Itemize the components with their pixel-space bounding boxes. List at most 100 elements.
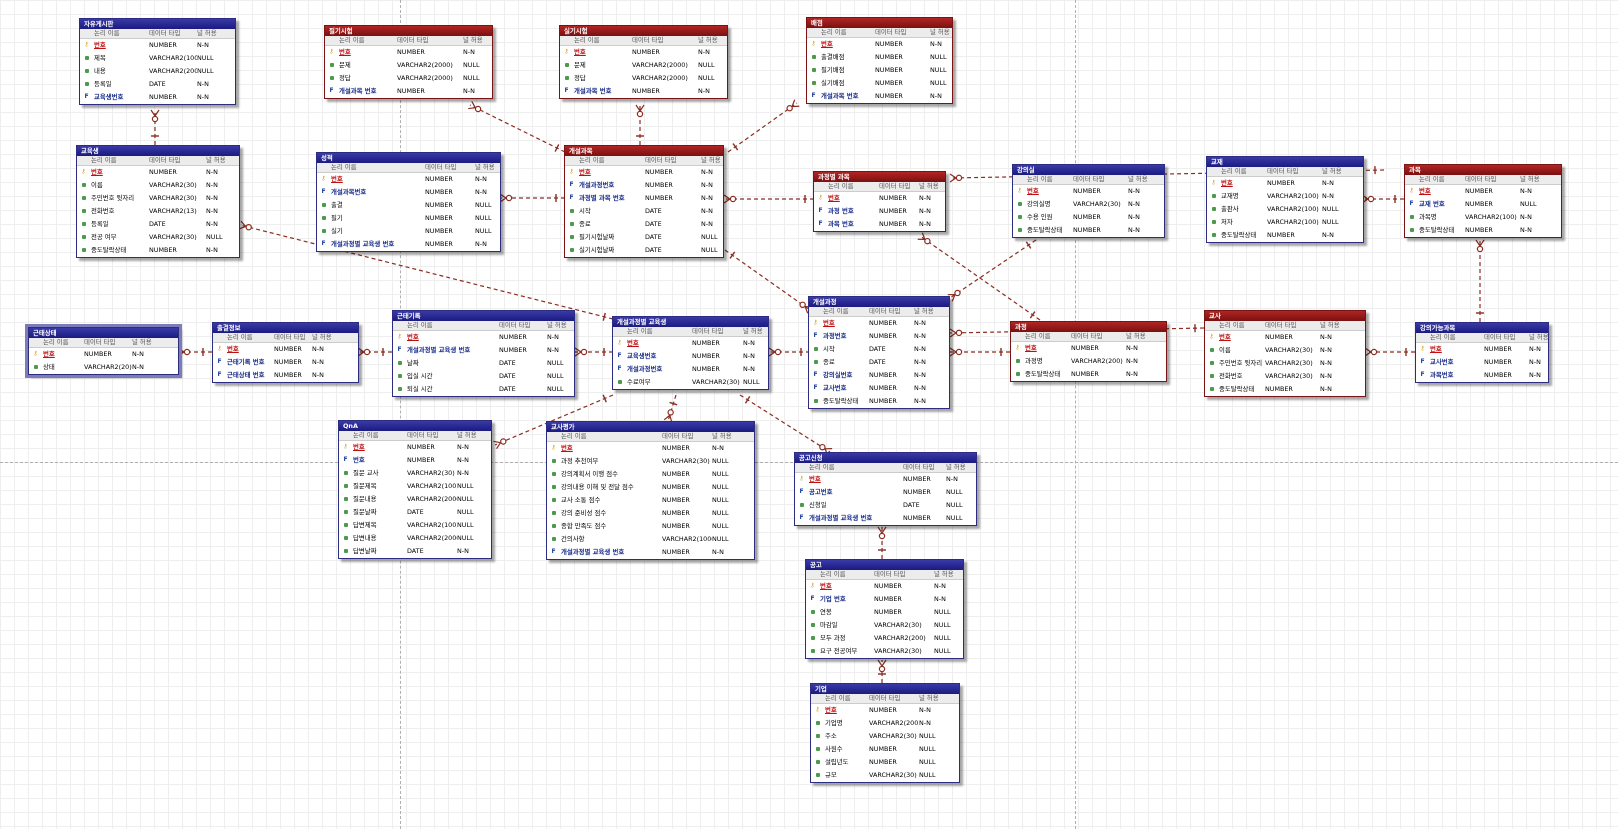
- attribute-row[interactable]: F개설과정번호NUMBERN-N: [613, 363, 768, 376]
- attribute-row[interactable]: 신청일DATENULL: [795, 499, 976, 512]
- entity-student[interactable]: 교육생논리 이름데이터 타입널 허용⚷번호NUMBERN-N이름VARCHAR2…: [76, 145, 240, 258]
- attribute-row[interactable]: 교사 소통 점수NUMBERNULL: [547, 494, 754, 507]
- entity-ratio[interactable]: 배점논리 이름데이터 타입널 허용⚷번호NUMBERN-N출결배점NUMBERN…: [806, 17, 953, 104]
- attribute-row[interactable]: 강의실명VARCHAR2(30)N-N: [1013, 198, 1164, 211]
- attribute-row[interactable]: F과정별 과목 번호NUMBERN-N: [565, 192, 723, 205]
- attribute-row[interactable]: 정답VARCHAR2(2000)NULL: [560, 72, 727, 85]
- attribute-row[interactable]: 필기배점NUMBERNULL: [807, 64, 952, 77]
- attribute-row[interactable]: 시작DATEN-N: [809, 343, 949, 356]
- attribute-row[interactable]: 필기NUMBERNULL: [317, 212, 500, 225]
- entity-company[interactable]: 기업논리 이름데이터 타입널 허용⚷번호NUMBERN-N기업명VARCHAR2…: [810, 683, 960, 783]
- attribute-row[interactable]: F교육생번호NUMBERN-N: [80, 91, 235, 104]
- attribute-row[interactable]: 건의사항VARCHAR2(1000)NULL: [547, 533, 754, 546]
- attribute-row[interactable]: 과정 추천여부VARCHAR2(30)NULL: [547, 455, 754, 468]
- attribute-row[interactable]: F개설과목 번호NUMBERN-N: [807, 90, 952, 103]
- attribute-row[interactable]: 주소VARCHAR2(30)NULL: [811, 730, 959, 743]
- attribute-row[interactable]: 질문 교사VARCHAR2(30)N-N: [339, 467, 491, 480]
- entity-teacher[interactable]: 교사논리 이름데이터 타입널 허용⚷번호NUMBERN-N이름VARCHAR2(…: [1204, 310, 1366, 397]
- attribute-row[interactable]: 시작DATEN-N: [565, 205, 723, 218]
- attribute-row[interactable]: 퇴실 시간DATENULL: [393, 383, 574, 396]
- attribute-row[interactable]: 설립년도NUMBERNULL: [811, 756, 959, 769]
- attribute-row[interactable]: F과정번호NUMBERN-N: [809, 330, 949, 343]
- entity-qna[interactable]: QnA논리 이름데이터 타입널 허용⚷번호NUMBERN-NF번호NUMBERN…: [338, 420, 492, 559]
- attribute-row[interactable]: 필기시험날짜DATENULL: [565, 231, 723, 244]
- attribute-row[interactable]: ⚷번호NUMBERN-N: [795, 473, 976, 486]
- attribute-row[interactable]: ⚷번호NUMBERN-N: [1013, 185, 1164, 198]
- attribute-row[interactable]: F개설과정별 교육생 번호NUMBERN-N: [547, 546, 754, 559]
- attribute-row[interactable]: 등록일DATEN-N: [80, 78, 235, 91]
- attribute-row[interactable]: ⚷번호NUMBERN-N: [613, 337, 768, 350]
- attribute-row[interactable]: 전화번호VARCHAR2(13)N-N: [77, 205, 239, 218]
- attribute-row[interactable]: 주민번호 뒷자리VARCHAR2(30)N-N: [1205, 357, 1365, 370]
- attribute-row[interactable]: ⚷번호NUMBERN-N: [560, 46, 727, 59]
- attribute-row[interactable]: 출결NUMBERNULL: [317, 199, 500, 212]
- attribute-row[interactable]: F개설과목번호NUMBERN-N: [317, 186, 500, 199]
- entity-attend-record[interactable]: 근태기록논리 이름데이터 타입널 허용⚷번호NUMBERN-NF개설과정별 교육…: [392, 310, 575, 397]
- entity-textbook[interactable]: 교재논리 이름데이터 타입널 허용⚷번호NUMBERN-N교재명VARCHAR2…: [1206, 156, 1364, 243]
- attribute-row[interactable]: 실기NUMBERNULL: [317, 225, 500, 238]
- attribute-row[interactable]: 전화번호VARCHAR2(30)N-N: [1205, 370, 1365, 383]
- attribute-row[interactable]: 주민번호 뒷자리VARCHAR2(30)N-N: [77, 192, 239, 205]
- attribute-row[interactable]: 정답VARCHAR2(2000)NULL: [325, 72, 492, 85]
- attribute-row[interactable]: F개설과목 번호NUMBERN-N: [325, 85, 492, 98]
- entity-job-post[interactable]: 공고논리 이름데이터 타입널 허용⚷번호NUMBERN-NF기업 번호NUMBE…: [805, 559, 964, 659]
- attribute-row[interactable]: 출판사VARCHAR2(100)NULL: [1207, 203, 1363, 216]
- entity-teacher-eval[interactable]: 교사평가논리 이름데이터 타입널 허용⚷번호NUMBERN-N과정 추천여부VA…: [546, 421, 755, 560]
- attribute-row[interactable]: 입실 시간DATENULL: [393, 370, 574, 383]
- attribute-row[interactable]: F강의실번호NUMBERN-N: [809, 369, 949, 382]
- attribute-row[interactable]: 규모VARCHAR2(30)NULL: [811, 769, 959, 782]
- attribute-row[interactable]: 이름VARCHAR2(30)N-N: [77, 179, 239, 192]
- attribute-row[interactable]: ⚷번호NUMBERN-N: [325, 46, 492, 59]
- attribute-row[interactable]: 실기배점NUMBERNULL: [807, 77, 952, 90]
- attribute-row[interactable]: F과목번호NUMBERN-N: [1416, 369, 1548, 382]
- attribute-row[interactable]: 중도탈락상태NUMBERN-N: [1205, 383, 1365, 396]
- attribute-row[interactable]: F개설과정별 교육생 번호NUMBERN-N: [317, 238, 500, 251]
- attribute-row[interactable]: ⚷번호NUMBERN-N: [80, 39, 235, 52]
- attribute-row[interactable]: 중도탈락상태NUMBERN-N: [1405, 224, 1561, 237]
- attribute-row[interactable]: 문제VARCHAR2(2000)NULL: [560, 59, 727, 72]
- attribute-row[interactable]: 종료DATEN-N: [565, 218, 723, 231]
- entity-attend-status[interactable]: 근태상태논리 이름데이터 타입널 허용⚷번호NUMBERN-N상태VARCHAR…: [25, 324, 182, 378]
- entity-written-test[interactable]: 필기시험논리 이름데이터 타입널 허용⚷번호NUMBERN-N문제VARCHAR…: [324, 25, 493, 99]
- attribute-row[interactable]: 질문제목VARCHAR2(100)NULL: [339, 480, 491, 493]
- attribute-row[interactable]: 종료DATEN-N: [809, 356, 949, 369]
- attribute-row[interactable]: ⚷번호NUMBERN-N: [213, 343, 358, 356]
- attribute-row[interactable]: F교사번호NUMBERN-N: [809, 382, 949, 395]
- attribute-row[interactable]: F개설과정별 교육생 번호NUMBERN-N: [393, 344, 574, 357]
- attribute-row[interactable]: F기업 번호NUMBERN-N: [806, 593, 963, 606]
- attribute-row[interactable]: 중도탈락상태NUMBERN-N: [1013, 224, 1164, 237]
- attribute-row[interactable]: ⚷번호NUMBERN-N: [1205, 331, 1365, 344]
- attribute-row[interactable]: ⚷번호NUMBERN-N: [547, 442, 754, 455]
- attribute-row[interactable]: 기업명VARCHAR2(200)N-N: [811, 717, 959, 730]
- attribute-row[interactable]: 과정명VARCHAR2(200)N-N: [1011, 355, 1166, 368]
- attribute-row[interactable]: 모두 과정VARCHAR2(200)NULL: [806, 632, 963, 645]
- entity-free-board[interactable]: 자유게시판논리 이름데이터 타입널 허용⚷번호NUMBERN-N제목VARCHA…: [79, 18, 236, 105]
- attribute-row[interactable]: 중도탈락상태NUMBERN-N: [1207, 229, 1363, 242]
- attribute-row[interactable]: 등록일DATEN-N: [77, 218, 239, 231]
- entity-attend-info[interactable]: 출결정보논리 이름데이터 타입널 허용⚷번호NUMBERN-NF근태기록 번호N…: [212, 322, 359, 383]
- attribute-row[interactable]: 중도탈락상태NUMBERN-N: [77, 244, 239, 257]
- attribute-row[interactable]: ⚷번호NUMBERN-N: [339, 441, 491, 454]
- attribute-row[interactable]: F교사번호NUMBERN-N: [1416, 356, 1548, 369]
- entity-grade[interactable]: 성적논리 이름데이터 타입널 허용⚷번호NUMBERN-NF개설과목번호NUMB…: [316, 152, 501, 252]
- attribute-row[interactable]: ⚷번호NUMBERN-N: [317, 173, 500, 186]
- attribute-row[interactable]: ⚷번호NUMBERN-N: [811, 704, 959, 717]
- attribute-row[interactable]: F교재 번호NUMBERNULL: [1405, 198, 1561, 211]
- entity-course-subject[interactable]: 과정별 과목논리 이름데이터 타입널 허용⚷번호NUMBERN-NF과정 번호N…: [813, 171, 946, 232]
- attribute-row[interactable]: ⚷번호NUMBERN-N: [29, 348, 178, 361]
- attribute-row[interactable]: 교재명VARCHAR2(100)N-N: [1207, 190, 1363, 203]
- attribute-row[interactable]: F개설과목 번호NUMBERN-N: [560, 85, 727, 98]
- attribute-row[interactable]: F과목 번호NUMBERN-N: [814, 218, 945, 231]
- attribute-row[interactable]: F개설과정번호NUMBERN-N: [565, 179, 723, 192]
- attribute-row[interactable]: 수용 인원NUMBERN-N: [1013, 211, 1164, 224]
- attribute-row[interactable]: 강의 준비성 점수NUMBERNULL: [547, 507, 754, 520]
- attribute-row[interactable]: 답변제목VARCHAR2(100)NULL: [339, 519, 491, 532]
- attribute-row[interactable]: 중도탈락상태NUMBERN-N: [809, 395, 949, 408]
- attribute-row[interactable]: 출결배점NUMBERNULL: [807, 51, 952, 64]
- attribute-row[interactable]: ⚷번호NUMBERN-N: [1011, 342, 1166, 355]
- attribute-row[interactable]: 제목VARCHAR2(100)NULL: [80, 52, 235, 65]
- attribute-row[interactable]: 요구 전공여부VARCHAR2(30)NULL: [806, 645, 963, 658]
- attribute-row[interactable]: 강의내용 이해 및 전달 점수NUMBERNULL: [547, 481, 754, 494]
- attribute-row[interactable]: F교육생번호NUMBERN-N: [613, 350, 768, 363]
